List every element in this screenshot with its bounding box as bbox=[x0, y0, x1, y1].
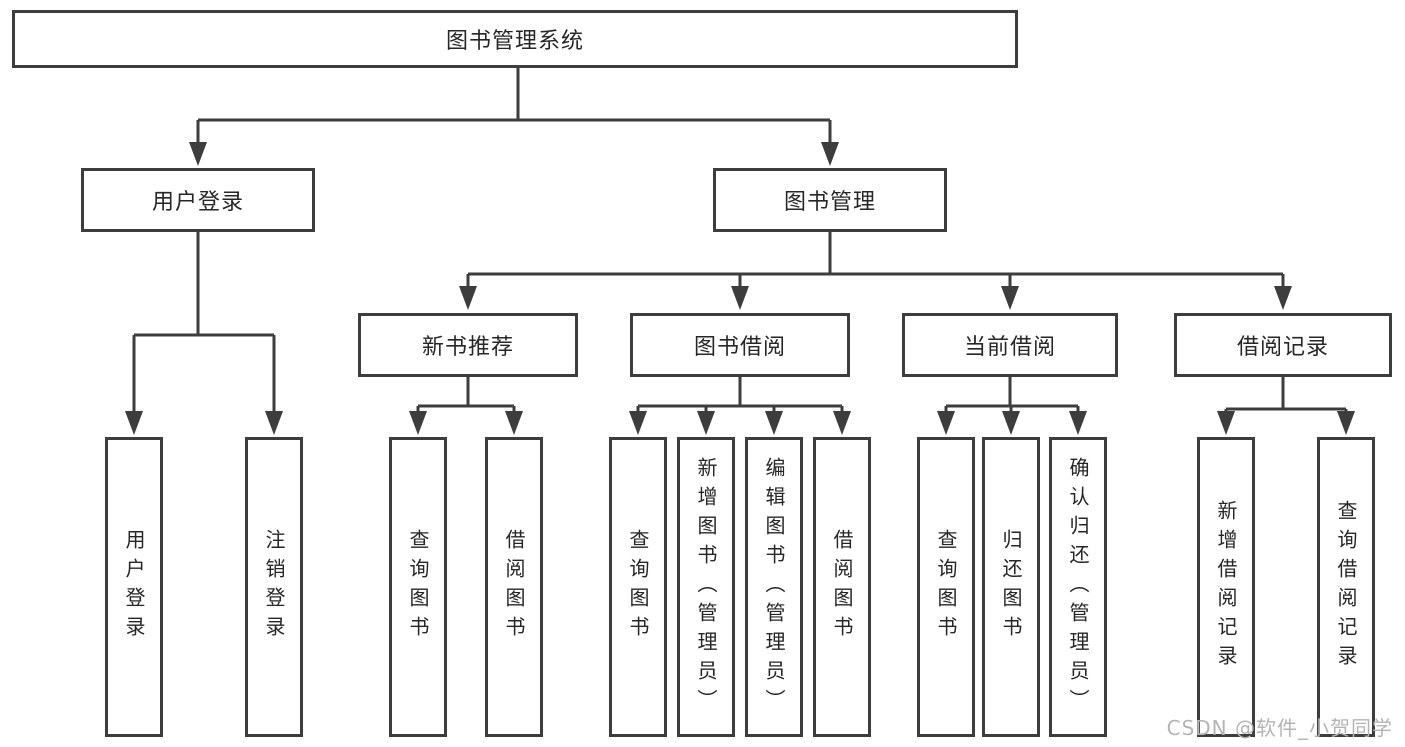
connector-borrow-records-branch bbox=[1224, 377, 1348, 412]
node-leaf-query-books-2: 查询图书 bbox=[609, 437, 667, 737]
arrowheads-borrow-records bbox=[1217, 411, 1355, 435]
arrow-down-icon bbox=[1002, 411, 1020, 435]
leaf-label: 借阅图书 bbox=[502, 529, 526, 645]
arrowheads-book-borrow bbox=[629, 411, 851, 435]
node-leaf-user-login: 用户登录 bbox=[105, 437, 163, 737]
watermark: CSDN @软件_小贺同学 bbox=[1166, 716, 1393, 740]
leaf-label: 查询图书 bbox=[406, 529, 430, 645]
connector-book-borrow-branch bbox=[636, 377, 844, 412]
leaf-label: 查询图书 bbox=[934, 529, 958, 645]
leaf-label: 注销登录 bbox=[262, 529, 286, 645]
node-borrow-records: 借阅记录 bbox=[1174, 313, 1392, 377]
arrowheads-level3 bbox=[459, 286, 1292, 310]
leaf-label: 查询借阅记录 bbox=[1334, 500, 1358, 674]
arrow-down-icon bbox=[697, 411, 715, 435]
connector-book-mgmt-branch bbox=[466, 232, 1285, 287]
connector-current-borrow-branch bbox=[944, 377, 1080, 412]
node-leaf-return-books: 归还图书 bbox=[982, 437, 1040, 737]
node-leaf-query-books-1: 查询图书 bbox=[389, 437, 447, 737]
node-leaf-add-borrow-record: 新增借阅记录 bbox=[1197, 437, 1255, 737]
connector-user-login-branch bbox=[132, 232, 276, 412]
arrowheads-current-borrow bbox=[937, 411, 1087, 435]
node-leaf-query-books-3: 查询图书 bbox=[917, 437, 975, 737]
leaf-label: 确认归还（管理员） bbox=[1066, 456, 1090, 718]
arrow-down-icon bbox=[629, 411, 647, 435]
node-leaf-borrow-books-1: 借阅图书 bbox=[485, 437, 543, 737]
arrow-down-icon bbox=[125, 411, 143, 435]
node-user-login: 用户登录 bbox=[81, 168, 315, 232]
leaf-label: 新增借阅记录 bbox=[1214, 500, 1238, 674]
arrow-down-icon bbox=[731, 286, 749, 310]
node-leaf-confirm-return-admin: 确认归还（管理员） bbox=[1049, 437, 1107, 737]
arrow-down-icon bbox=[505, 411, 523, 435]
arrow-down-icon bbox=[189, 142, 207, 166]
leaf-label: 编辑图书（管理员） bbox=[762, 456, 786, 718]
arrowheads-level2 bbox=[189, 142, 839, 166]
arrow-down-icon bbox=[459, 286, 477, 310]
node-root-library-system: 图书管理系统 bbox=[12, 10, 1018, 68]
node-book-borrow: 图书借阅 bbox=[630, 313, 850, 377]
node-book-management: 图书管理 bbox=[713, 168, 947, 232]
leaf-label: 查询图书 bbox=[626, 529, 650, 645]
arrow-down-icon bbox=[1001, 286, 1019, 310]
node-leaf-edit-books-admin: 编辑图书（管理员） bbox=[745, 437, 803, 737]
node-current-borrow: 当前借阅 bbox=[902, 313, 1118, 377]
arrowheads-user-login bbox=[125, 411, 283, 435]
arrow-down-icon bbox=[409, 411, 427, 435]
node-leaf-add-books-admin: 新增图书（管理员） bbox=[677, 437, 735, 737]
node-leaf-query-borrow-record: 查询借阅记录 bbox=[1317, 437, 1375, 737]
leaf-label: 归还图书 bbox=[999, 529, 1023, 645]
connector-root-to-level2 bbox=[196, 68, 832, 144]
arrow-down-icon bbox=[833, 411, 851, 435]
arrow-down-icon bbox=[821, 142, 839, 166]
arrow-down-icon bbox=[937, 411, 955, 435]
node-leaf-borrow-books-2: 借阅图书 bbox=[813, 437, 871, 737]
node-leaf-logout: 注销登录 bbox=[245, 437, 303, 737]
arrow-down-icon bbox=[1217, 411, 1235, 435]
leaf-label: 借阅图书 bbox=[830, 529, 854, 645]
connector-new-book-branch bbox=[416, 377, 516, 412]
arrowheads-new-book bbox=[409, 411, 523, 435]
arrow-down-icon bbox=[1274, 286, 1292, 310]
arrow-down-icon bbox=[265, 411, 283, 435]
leaf-label: 新增图书（管理员） bbox=[694, 456, 718, 718]
arrow-down-icon bbox=[1337, 411, 1355, 435]
arrow-down-icon bbox=[1069, 411, 1087, 435]
node-new-book-recommend: 新书推荐 bbox=[358, 313, 578, 377]
leaf-label: 用户登录 bbox=[122, 529, 146, 645]
arrow-down-icon bbox=[765, 411, 783, 435]
